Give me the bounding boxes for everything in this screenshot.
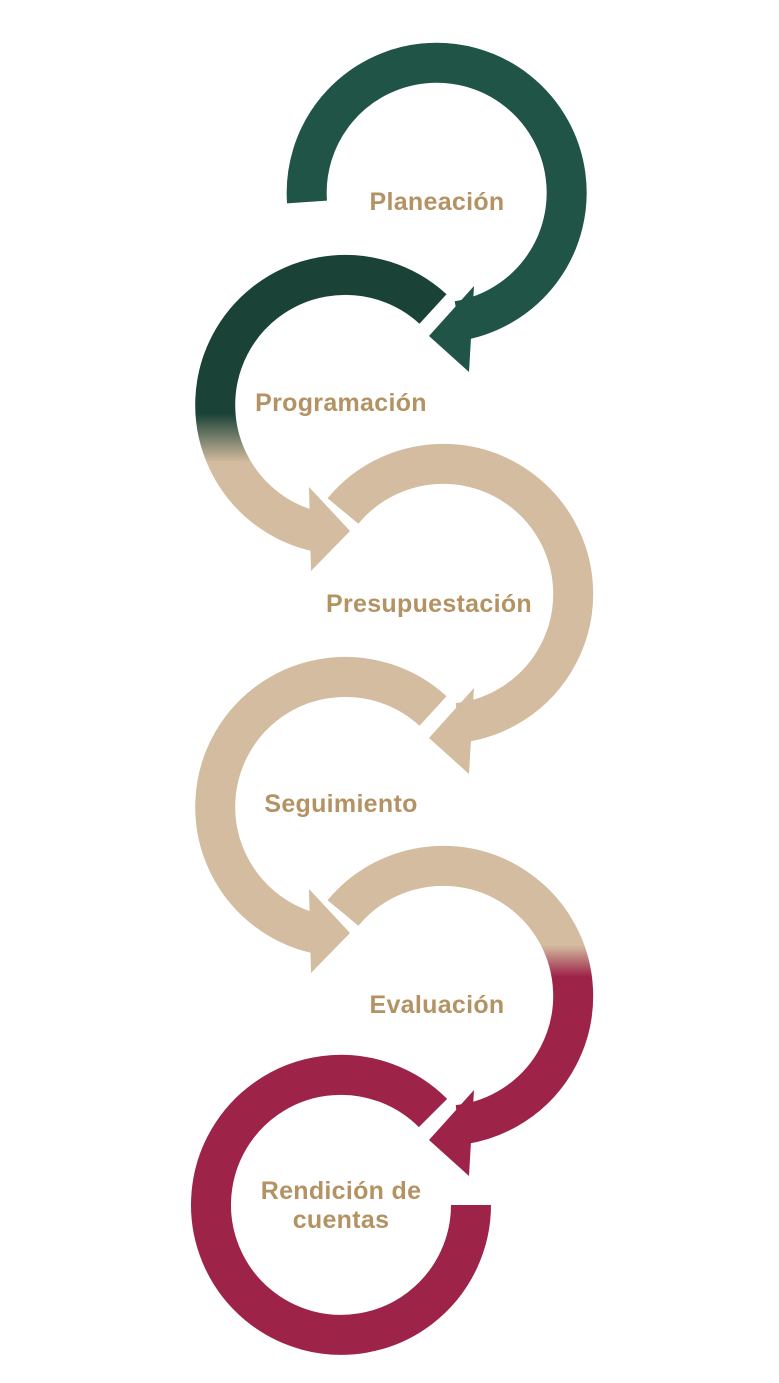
label-rendicion-line2: cuentas: [293, 1206, 390, 1234]
programacion-arc: [195, 254, 447, 552]
rendicion-arc: [191, 1054, 491, 1355]
stage-presupuestacion-arrow: [327, 443, 594, 774]
stage-seguimiento-arrow: [195, 656, 447, 973]
seguimiento-arc: [195, 656, 447, 954]
seguimiento-arrowhead: [309, 889, 350, 973]
stage-programacion-arrow: [195, 254, 447, 571]
planeacion-arc: [286, 42, 587, 341]
planeacion-arrowhead: [429, 286, 474, 372]
label-presupuestacion: Presupuestación: [326, 590, 532, 618]
stage-evaluacion-arrow: [327, 845, 594, 1176]
label-seguimiento: Seguimiento: [264, 790, 417, 818]
programacion-arrowhead: [309, 487, 350, 571]
label-programacion: Programación: [255, 389, 427, 417]
evaluacion-arrowhead: [429, 1090, 474, 1176]
label-planeacion: Planeación: [370, 188, 505, 216]
stage-rendicion-arrow: [191, 1054, 491, 1355]
presupuestacion-arrowhead: [429, 688, 474, 774]
evaluacion-arc: [327, 845, 594, 1145]
label-evaluacion: Evaluación: [370, 991, 505, 1019]
stage-planeacion-arrow: [286, 42, 587, 372]
label-rendicion-line1: Rendición de: [261, 1177, 422, 1205]
presupuestacion-arc: [327, 443, 594, 743]
